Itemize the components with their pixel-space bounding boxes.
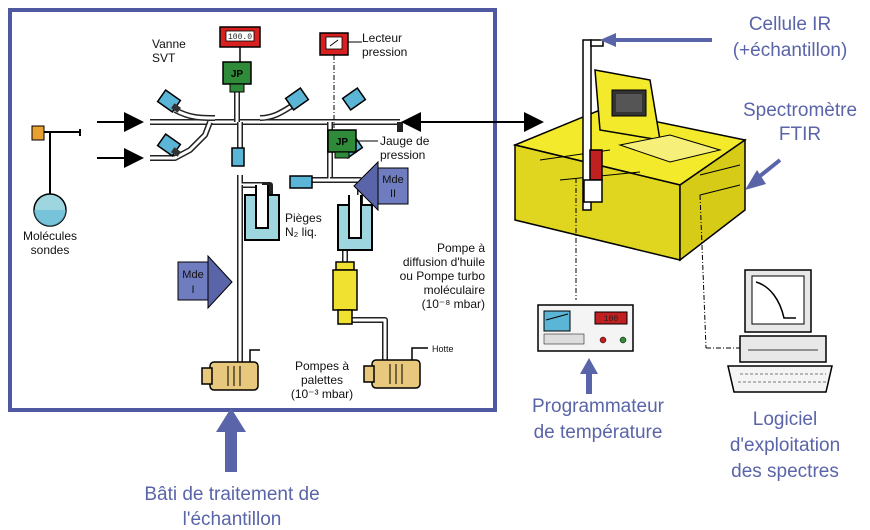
label-pompe-diff-3: ou Pompe turbo: [400, 269, 486, 283]
arrow-spectro: [745, 158, 782, 190]
mde-2-label: Mde: [382, 174, 403, 186]
valve-svt-2[interactable]: [156, 133, 182, 157]
label-svt: SVT: [152, 51, 176, 65]
label-bati-2: l'échantillon: [183, 509, 282, 530]
label-pompe-diff-1: Pompe à: [437, 241, 485, 255]
computer-workstation: [727, 269, 833, 393]
label-jauge-pression: pression: [380, 148, 425, 162]
label-jauge: Jauge de: [380, 134, 430, 148]
probe-molecules-flask: [31, 125, 81, 227]
label-pompe-diff-2: diffusion d'huile: [403, 255, 485, 269]
cold-trap-left: [244, 185, 280, 241]
jp-label-1: JP: [231, 69, 244, 80]
label-spectro-2: FTIR: [779, 124, 821, 145]
valve-3[interactable]: [284, 87, 310, 111]
diffusion-pump: [332, 261, 358, 325]
label-cellule-2: (+échantillon): [733, 40, 848, 61]
label-hotte: Hotte: [432, 344, 454, 354]
label-pieges: Pièges: [285, 211, 322, 225]
temperature-programmer: 100: [537, 304, 634, 352]
label-vanne: Vanne: [152, 37, 186, 51]
arrow-programmateur: [580, 358, 598, 394]
valve-svt-1[interactable]: [156, 89, 182, 113]
treatment-frame: [8, 8, 497, 412]
label-cellule-1: Cellule IR: [749, 14, 831, 35]
mde-2-sub: II: [390, 188, 396, 200]
mde-1-sub: I: [191, 284, 194, 296]
arrow-cellule: [600, 33, 712, 47]
ir-cell: [582, 39, 604, 211]
label-pompe-diff-5: (10⁻⁸ mbar): [422, 297, 485, 311]
label-molecules-2: sondes: [31, 243, 70, 257]
arrow-bati: [216, 408, 246, 472]
label-logiciel-2: d'exploitation: [730, 435, 840, 456]
mde-2-arrow: Mde II: [353, 160, 409, 212]
label-bati-1: Bâti de traitement de: [144, 484, 319, 505]
label-programmateur-1: Programmateur: [532, 396, 665, 417]
label-pompes-pal-1: Pompes à: [295, 359, 349, 373]
label-n2: N₂ liq.: [285, 225, 317, 239]
rotary-pump-right: [363, 347, 428, 389]
ftir-spectrometer: [512, 69, 747, 262]
label-pompe-diff-4: moléculaire: [424, 283, 486, 297]
mde-1-label: Mde: [182, 269, 203, 281]
label-spectro-1: Spectromètre: [743, 100, 857, 121]
label-pompes-pal-3: (10⁻³ mbar): [291, 387, 353, 401]
label-lecteur-pression: pression: [362, 45, 407, 59]
rotary-pump-left: [201, 349, 260, 391]
temp-display-value: 100: [604, 315, 619, 324]
pressure-display: 100.0: [219, 26, 261, 48]
label-pompes-pal-2: palettes: [301, 373, 343, 387]
pressure-reader-icon: [319, 32, 349, 56]
label-programmateur-2: de température: [534, 422, 663, 443]
jp-label-2: JP: [336, 137, 349, 148]
valve-6[interactable]: [231, 147, 245, 167]
cold-trap-right: [337, 195, 373, 251]
valve-4[interactable]: [341, 87, 367, 111]
label-logiciel-3: des spectres: [731, 461, 839, 482]
label-lecteur: Lecteur: [362, 31, 402, 45]
jp-gauge-1: JP: [222, 61, 252, 93]
label-logiciel-1: Logiciel: [753, 409, 817, 430]
label-molecules-1: Molécules: [23, 229, 77, 243]
mde-1-arrow: Mde I: [177, 254, 233, 310]
valve-7[interactable]: [289, 175, 313, 189]
gauge-display-value: 100.0: [228, 33, 252, 42]
